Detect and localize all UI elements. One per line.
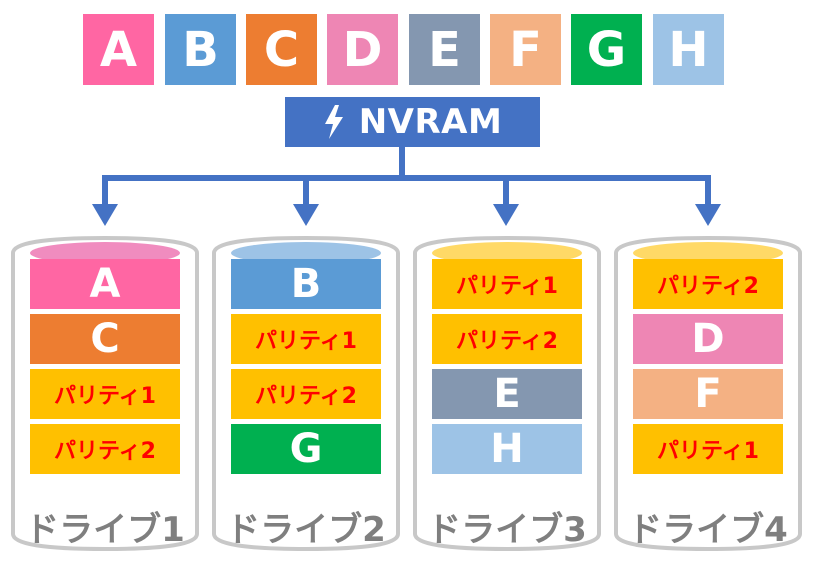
drive-layer: パリティ1 <box>30 369 180 419</box>
data-block-g: G <box>571 14 642 85</box>
data-block-f: F <box>490 14 561 85</box>
drive-4: パリティ2 D F パリティ1 ドライブ4 <box>613 232 803 552</box>
drive-label: ドライブ4 <box>628 510 788 550</box>
drive-layer: パリティ1 <box>231 314 381 364</box>
drive-layer: D <box>633 314 783 364</box>
data-block-h: H <box>653 14 724 85</box>
arrowhead-3 <box>493 204 519 226</box>
drive-layer: A <box>30 259 180 309</box>
drive-layer: パリティ2 <box>633 259 783 309</box>
drive-label: ドライブ2 <box>226 510 386 550</box>
data-block-b: B <box>165 14 236 85</box>
drive-layer: パリティ2 <box>231 369 381 419</box>
drive-layer: パリティ1 <box>432 259 582 309</box>
drive-layer: B <box>231 259 381 309</box>
drive-label: ドライブ1 <box>25 510 185 550</box>
lightning-icon <box>324 105 343 139</box>
drive-top-cap <box>30 242 180 264</box>
drive-layer: E <box>432 369 582 419</box>
drive-layer: パリティ2 <box>432 314 582 364</box>
data-block-c: C <box>246 14 317 85</box>
nvram-box: NVRAM <box>285 97 540 147</box>
drive-layer: H <box>432 424 582 474</box>
data-block-e: E <box>409 14 480 85</box>
drive-1: A C パリティ1 パリティ2 ドライブ1 <box>10 232 200 552</box>
arrowhead-4 <box>695 204 721 226</box>
drive-layer: G <box>231 424 381 474</box>
arrowhead-2 <box>293 204 319 226</box>
drive-2: B パリティ1 パリティ2 G ドライブ2 <box>211 232 401 552</box>
drive-label: ドライブ3 <box>427 510 587 550</box>
data-block-d: D <box>327 14 398 85</box>
drive-top-cap <box>231 242 381 264</box>
nvram-label: NVRAM <box>358 102 503 142</box>
drive-layer: パリティ2 <box>30 424 180 474</box>
drive-layer: パリティ1 <box>633 424 783 474</box>
drive-layer: C <box>30 314 180 364</box>
drive-top-cap <box>633 242 783 264</box>
drive-layer: F <box>633 369 783 419</box>
drive-top-cap <box>432 242 582 264</box>
drive-3: パリティ1 パリティ2 E H ドライブ3 <box>412 232 602 552</box>
data-block-a: A <box>83 14 154 85</box>
arrowhead-1 <box>92 204 118 226</box>
